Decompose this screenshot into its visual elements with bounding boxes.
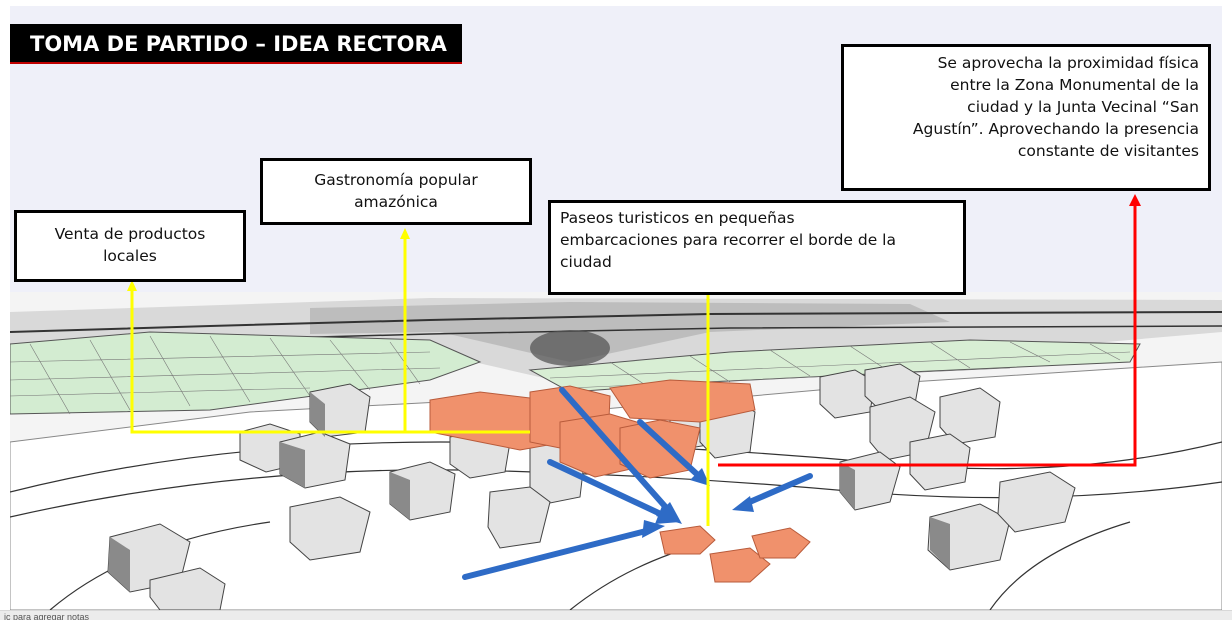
- highlight-building: [751, 527, 811, 559]
- building: [939, 387, 1001, 445]
- highlight-building: [609, 379, 756, 423]
- highlight-building: [709, 547, 771, 583]
- urban-model-illustration: [10, 292, 1222, 610]
- callout-line: Gastronomía popular: [314, 171, 478, 189]
- building: [997, 471, 1076, 533]
- callout-line: embarcaciones para recorrer el borde de …: [560, 231, 896, 249]
- callout-line: constante de visitantes: [1017, 142, 1199, 160]
- callout-line: Paseos turisticos en pequeñas: [560, 209, 795, 227]
- blue-flow-arrow: [559, 387, 673, 515]
- blue-flow-arrow: [462, 527, 653, 580]
- notes-placeholder[interactable]: ic para agregar notas: [4, 612, 90, 620]
- callout-line: Venta de productos: [54, 225, 206, 243]
- leader-lines-overlay: [127, 194, 1141, 300]
- callout-line: locales: [103, 247, 157, 265]
- triangle-up-arrowhead-icon: [400, 228, 410, 239]
- callout-line: Se aprovecha la proximidad física: [937, 54, 1199, 72]
- building: [149, 567, 226, 610]
- yellow-leader-line: [130, 292, 405, 434]
- callout-line: ciudad: [560, 253, 612, 271]
- callout-line: Agustín”. Aprovechando la presencia: [912, 120, 1199, 138]
- callout-paseos-turisticos: Paseos turisticos en pequeñas embarcacio…: [548, 200, 966, 295]
- triangle-up-arrowhead-icon: [127, 280, 137, 291]
- triangle-up-arrowhead-icon: [1129, 194, 1141, 206]
- blue-flow-arrow: [547, 459, 668, 519]
- callout-line: amazónica: [354, 193, 438, 211]
- red-leader-line: [718, 292, 1137, 467]
- callout-proximidad: Se aprovecha la proximidad física entre …: [841, 44, 1211, 191]
- building: [289, 496, 371, 561]
- triangle-up-arrowhead-icon: [706, 296, 710, 300]
- callout-line: entre la Zona Monumental de la: [950, 76, 1199, 94]
- callout-gastronomia: Gastronomía popular amazónica: [260, 158, 532, 225]
- highlight-building: [659, 525, 716, 555]
- green-terrain: [10, 331, 482, 415]
- notes-pane[interactable]: ic para agregar notas: [0, 610, 1232, 620]
- callout-venta-productos: Venta de productos locales: [14, 210, 246, 282]
- slide-title: TOMA DE PARTIDO – IDEA RECTORA: [10, 24, 462, 64]
- yellow-leader-line: [403, 292, 530, 434]
- callout-line: ciudad y la Junta Vecinal “San: [967, 98, 1199, 116]
- blue-flow-arrow: [637, 419, 703, 480]
- building: [487, 486, 551, 549]
- blue-flow-arrow: [742, 473, 813, 507]
- building: [909, 433, 971, 491]
